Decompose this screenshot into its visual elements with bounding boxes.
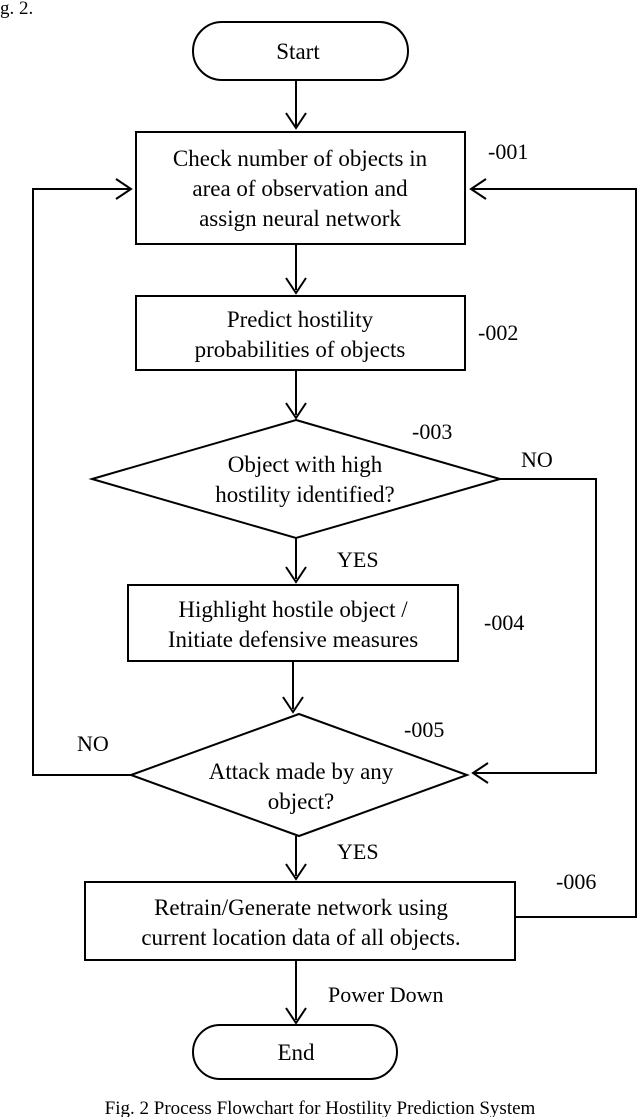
step-006-line-1: Retrain/Generate network using — [154, 895, 448, 920]
arrowhead-001-left — [115, 178, 133, 200]
decision-005-line-2: object? — [268, 789, 334, 814]
step-002-line-2: probabilities of objects — [195, 337, 406, 362]
arrowhead-002 — [285, 277, 307, 295]
figure-caption: Fig. 2 Process Flowchart for Hostility P… — [105, 1098, 536, 1117]
ref-002: -002 — [478, 320, 518, 345]
decision-005-yes-label: YES — [337, 839, 379, 864]
decision-005-line-1: Attack made by any — [209, 759, 394, 784]
ref-001: -001 — [488, 139, 528, 164]
arrowhead-003 — [285, 402, 307, 420]
decision-005-no-label: NO — [77, 731, 109, 756]
arrowhead-006 — [285, 863, 307, 881]
arrowhead-005-top — [282, 696, 304, 714]
start-label: Start — [276, 39, 320, 64]
start-terminal — [192, 21, 409, 81]
arrowhead-004 — [285, 566, 307, 584]
step-001-line-3: assign neural network — [199, 206, 401, 231]
power-down-label: Power Down — [328, 982, 444, 1007]
header-fragment: g. 2. — [0, 0, 33, 19]
decision-003-no-label: NO — [521, 447, 553, 472]
connector-003-no-to-005 — [474, 478, 597, 774]
process-box-002 — [135, 295, 466, 371]
arrowhead-001-right — [469, 178, 487, 200]
end-terminal — [192, 1024, 398, 1080]
decision-003-yes-label: YES — [337, 547, 379, 572]
ref-004: -004 — [484, 610, 524, 635]
process-box-006 — [84, 881, 516, 961]
step-001-line-1: Check number of objects in — [173, 146, 428, 171]
arrowhead-end — [285, 1007, 307, 1025]
step-002-line-1: Predict hostility — [227, 307, 374, 332]
arrowhead-005-right — [471, 762, 489, 784]
decision-diamond-005 — [128, 712, 470, 838]
process-box-001 — [135, 131, 466, 245]
step-004-line-2: Initiate defensive measures — [168, 627, 418, 652]
step-001-line-2: area of observation and — [192, 176, 408, 201]
arrowhead-001 — [285, 112, 307, 130]
decision-003-line-2: hostility identified? — [215, 482, 395, 507]
ref-003: -003 — [412, 419, 452, 444]
process-box-004 — [127, 584, 459, 662]
ref-005: -005 — [404, 717, 444, 742]
step-004-line-1: Highlight hostile object / — [178, 597, 408, 622]
decision-003-line-1: Object with high — [228, 452, 383, 477]
end-label: End — [277, 1040, 315, 1065]
connector-005-no-to-001 — [32, 188, 131, 776]
ref-006: -006 — [556, 869, 596, 894]
connector-006-to-001 — [472, 188, 637, 918]
step-006-line-2: current location data of all objects. — [141, 925, 460, 950]
